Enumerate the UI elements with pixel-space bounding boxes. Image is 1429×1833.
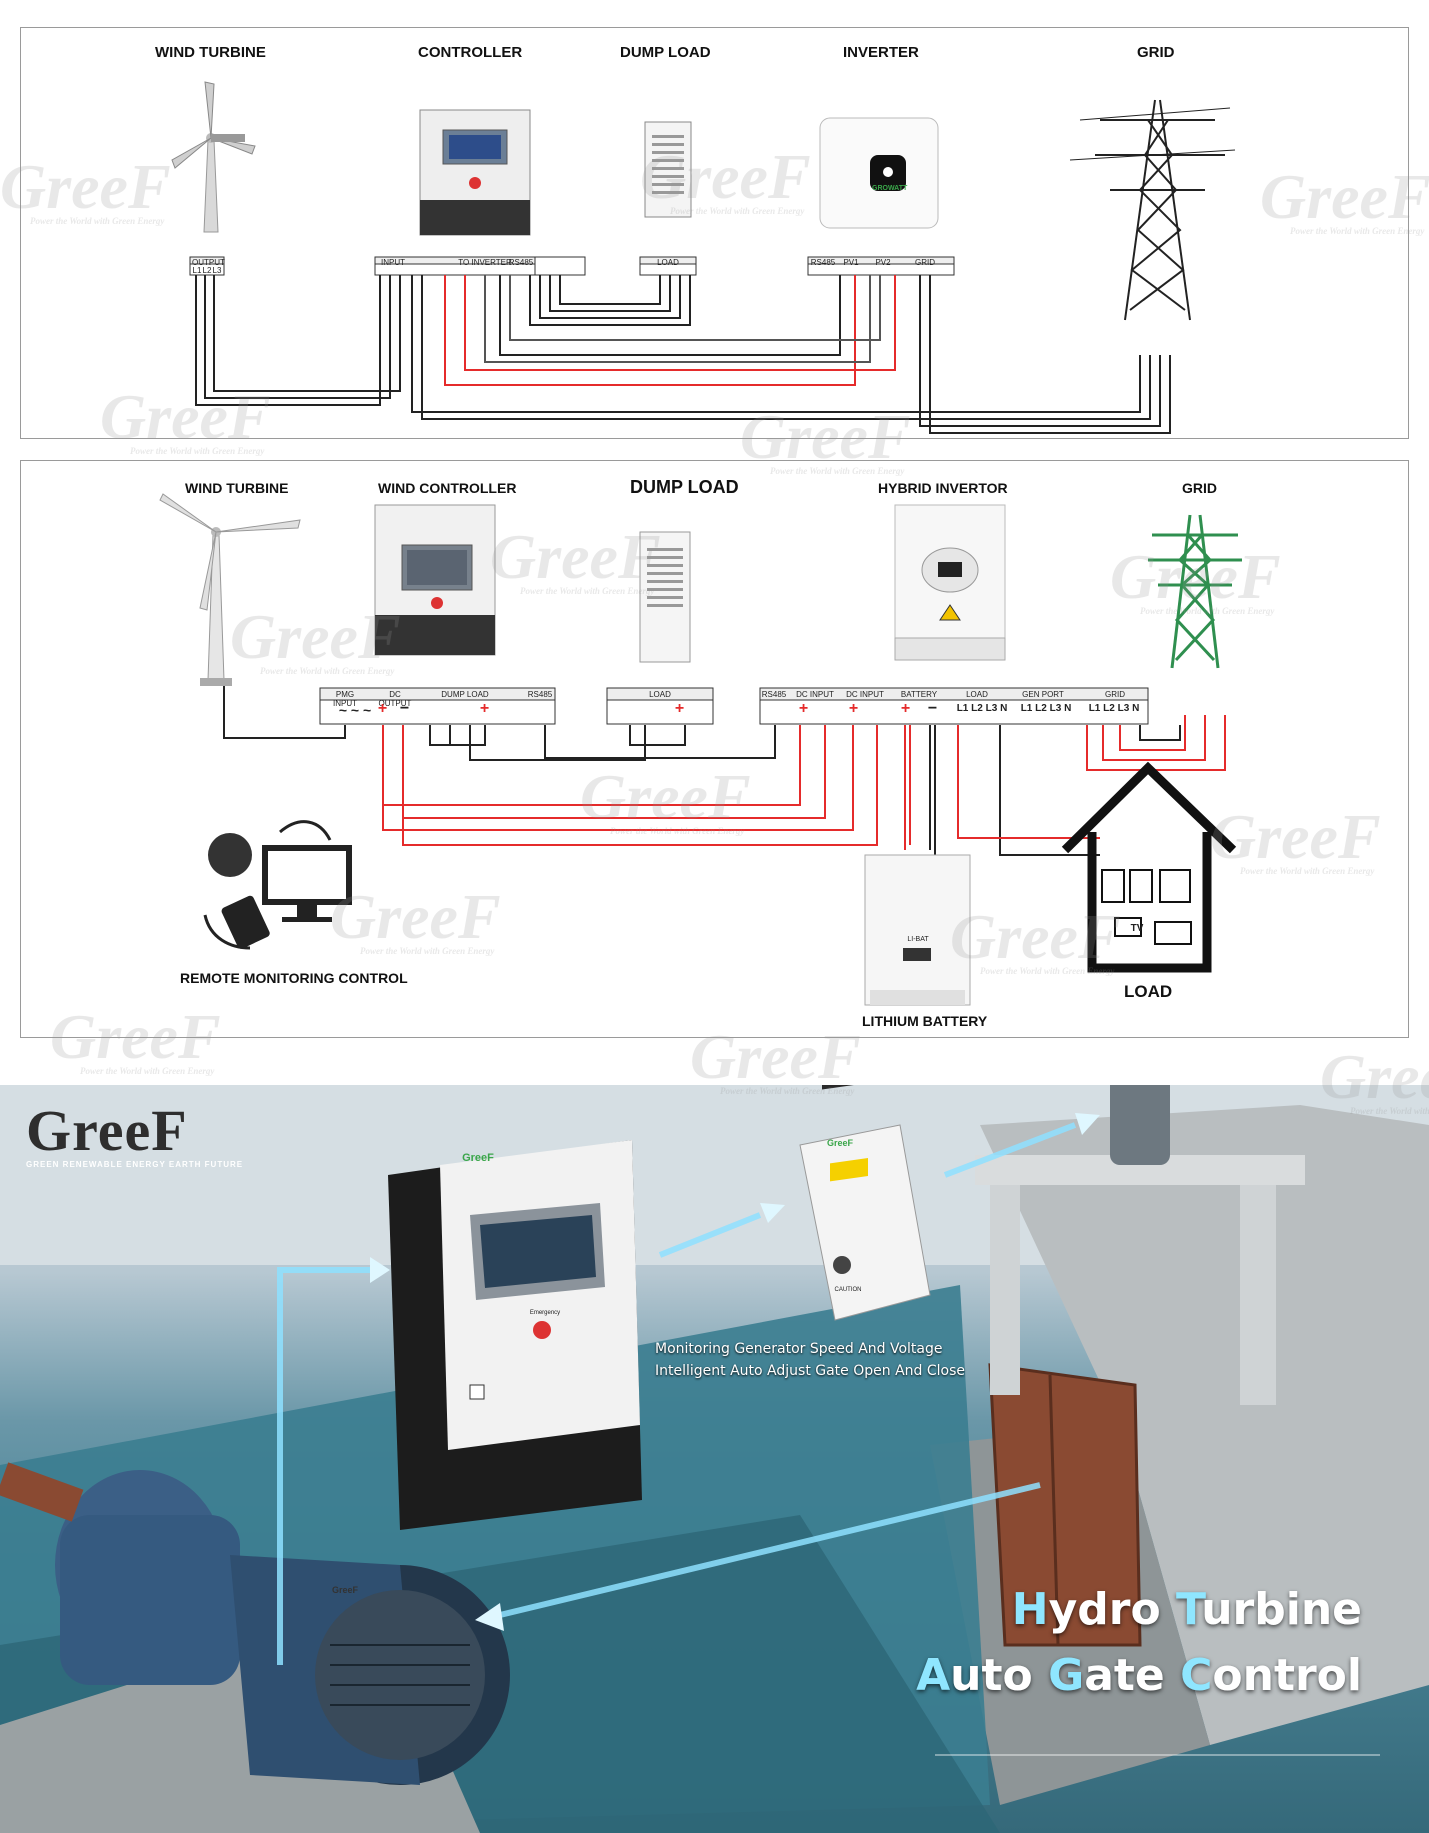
battery-brand: LI-BAT [907, 936, 929, 943]
terminal-strip-dump-load [606, 687, 714, 725]
term-dcin-plus: + [798, 700, 809, 717]
wires-red-2 [382, 715, 1226, 846]
term-pv2: PV2 [875, 258, 891, 267]
arrow-heads [370, 1113, 1100, 1631]
diagram-1-drawing [171, 81, 1236, 434]
term-battery: BATTERY [900, 690, 938, 699]
controller-brand: GreeF [462, 1152, 494, 1164]
term-bat-minus: − [927, 700, 938, 717]
label-grid: GRID [1137, 44, 1175, 61]
term-grid-phases: L1 L2 L3 N [1088, 703, 1140, 714]
caption-line-1: Monitoring Generator Speed And Voltage [655, 1341, 943, 1357]
caption-line-2: Intelligent Auto Adjust Gate Open And Cl… [655, 1363, 966, 1379]
house-icon [1061, 761, 1237, 973]
term-load-c: LOAD [966, 690, 988, 699]
term-grid-2: GRID [1105, 690, 1125, 699]
term-gen-port: GEN PORT [1022, 690, 1064, 699]
label-dump-load-2: DUMP LOAD [630, 477, 739, 497]
label-wind-controller: WIND CONTROLLER [378, 480, 517, 496]
label-wind-turbine: WIND TURBINE [155, 44, 266, 61]
term-to-inverter: TO INVERTER [458, 258, 512, 267]
term-output: OUTPUT [192, 258, 225, 267]
label-load-2: LOAD [1124, 982, 1173, 1001]
wind-controller-device-icon [374, 504, 496, 656]
term-grid: GRID [915, 258, 935, 267]
wind-turbine-icon-2 [159, 493, 346, 739]
term-pmg-symbols: ~ ~ ~ [338, 702, 372, 718]
term-rs485-inv: RS485 [810, 258, 836, 267]
label-controller: CONTROLLER [418, 44, 523, 61]
grid-pylon-icon [1069, 99, 1236, 321]
term-gen-phases: L1 L2 L3 N [1020, 703, 1072, 714]
wires-black [195, 275, 1171, 434]
term-dc-output: DC OUTPUT [378, 690, 412, 708]
wind-turbine-icon [171, 81, 256, 233]
brand-logo: GreeF GREEN RENEWABLE ENERGY EARTH FUTUR… [26, 1098, 244, 1170]
hybrid-inverter-device-icon [894, 504, 1006, 661]
hydro-scene [0, 1085, 1429, 1833]
vfd-brand: GreeF [826, 1138, 853, 1148]
term-load-phases: L1 L2 L3 N [956, 703, 1008, 714]
terminal-strip-controller [319, 687, 556, 725]
house-tv-label: TV [1130, 923, 1144, 934]
wires-black-2 [429, 725, 1181, 856]
terminal-block-output [189, 256, 225, 276]
dump-load-device-icon-2 [639, 531, 691, 663]
label-wind-turbine-2: WIND TURBINE [185, 480, 289, 496]
grid-pylon-icon-2 [1148, 514, 1242, 669]
term-rs485-2: RS485 [527, 690, 553, 699]
term-bat-plus: + [900, 700, 911, 717]
scene-title: Hydro Turbine Auto Gate Control [916, 1577, 1362, 1709]
term-input: INPUT [381, 258, 405, 267]
term-dcin2-plus: + [848, 700, 859, 717]
hydro-scene-drawing [0, 1085, 1429, 1833]
terminal-block-load [639, 256, 697, 276]
term-pmg-input: PMG INPUT [333, 690, 357, 708]
term-rs485: RS485 [508, 258, 534, 267]
title-line-1: Hydro Turbine [1011, 1584, 1362, 1635]
diagram-2-drawing [159, 493, 1242, 1006]
term-dc-input-b: DC INPUT [846, 690, 884, 699]
term-dc-input: DC INPUT [796, 690, 834, 699]
inverter-device-icon [819, 117, 939, 229]
wires-gray [484, 275, 881, 363]
label-hybrid-invertor: HYBRID INVERTOR [878, 480, 1008, 496]
wires-red [444, 275, 896, 386]
label-inverter: INVERTER [843, 44, 919, 61]
inverter-brand: GROWATT [872, 185, 908, 192]
term-out-l1: L1 [192, 266, 202, 275]
title-line-2: Auto Gate Control [916, 1650, 1362, 1701]
label-remote-monitoring: REMOTE MONITORING CONTROL [180, 970, 408, 986]
scene-caption: Monitoring Generator Speed And Voltage I… [655, 1338, 965, 1382]
term-load-plus: + [674, 700, 685, 717]
label-grid-2: GRID [1182, 480, 1217, 496]
term-out-l2: L2 [202, 266, 212, 275]
flow-arrows [277, 1122, 1077, 1665]
term-load-block: LOAD [649, 690, 671, 699]
emergency-label: Emergency [529, 1310, 561, 1316]
vfd-caution: CAUTION [834, 1287, 862, 1293]
lithium-battery-icon [864, 854, 971, 1006]
terminal-strip-inverter [759, 687, 1149, 725]
motor-brand: GreeF [331, 1585, 358, 1595]
term-dump-plus: + [479, 700, 490, 717]
term-rs485-b: RS485 [761, 690, 787, 699]
dump-load-device-icon [644, 121, 692, 218]
controller-device-icon [419, 109, 531, 236]
terminal-block-controller [374, 256, 586, 276]
vfd-device-icon [799, 1085, 931, 1321]
term-dc-minus: − [399, 700, 410, 717]
term-pv1: PV1 [843, 258, 859, 267]
term-out-l3: L3 [212, 266, 222, 275]
term-dc-plus: + [377, 700, 388, 717]
gate-controller-device-icon [388, 1140, 642, 1530]
remote-monitoring-icon [203, 820, 352, 950]
label-dump-load: DUMP LOAD [620, 44, 711, 61]
term-dump-load: DUMP LOAD [441, 690, 489, 699]
wires-battery [904, 725, 931, 850]
label-lithium-battery: LITHIUM BATTERY [862, 1013, 988, 1029]
term-load: LOAD [657, 258, 679, 267]
terminal-block-inverter [807, 256, 955, 276]
